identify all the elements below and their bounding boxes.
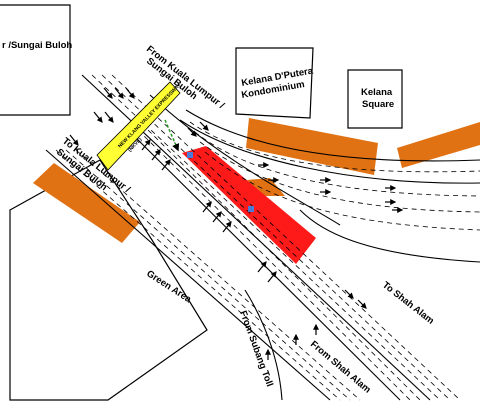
box-kelana-dputera: [235, 47, 314, 119]
kelana-square-label-1: Kelana: [361, 87, 393, 98]
blue-marker-2: [248, 206, 254, 212]
box-kelana-square: [347, 69, 403, 129]
top-left-box-label: r /Sungai Buloh: [2, 40, 72, 51]
traffic-arrows: [69, 87, 404, 360]
green-marker: [164, 119, 180, 152]
site-area: [182, 146, 316, 264]
building-kelana-1: [246, 118, 378, 175]
from-shah-alam-label: From Shah Alam: [308, 339, 373, 396]
from-subang-toll-label: From Subang Toll: [237, 309, 275, 388]
box-top-left: [0, 4, 71, 116]
to-shah-alam-label: To Shah Alam: [380, 280, 436, 327]
kelana-square-label-2: Square: [362, 99, 394, 110]
building-left: [33, 163, 140, 243]
box-green-area: [9, 159, 208, 401]
building-kelana-2: [397, 122, 480, 168]
blue-marker-1: [187, 152, 193, 158]
lane-dividers: [55, 74, 480, 401]
